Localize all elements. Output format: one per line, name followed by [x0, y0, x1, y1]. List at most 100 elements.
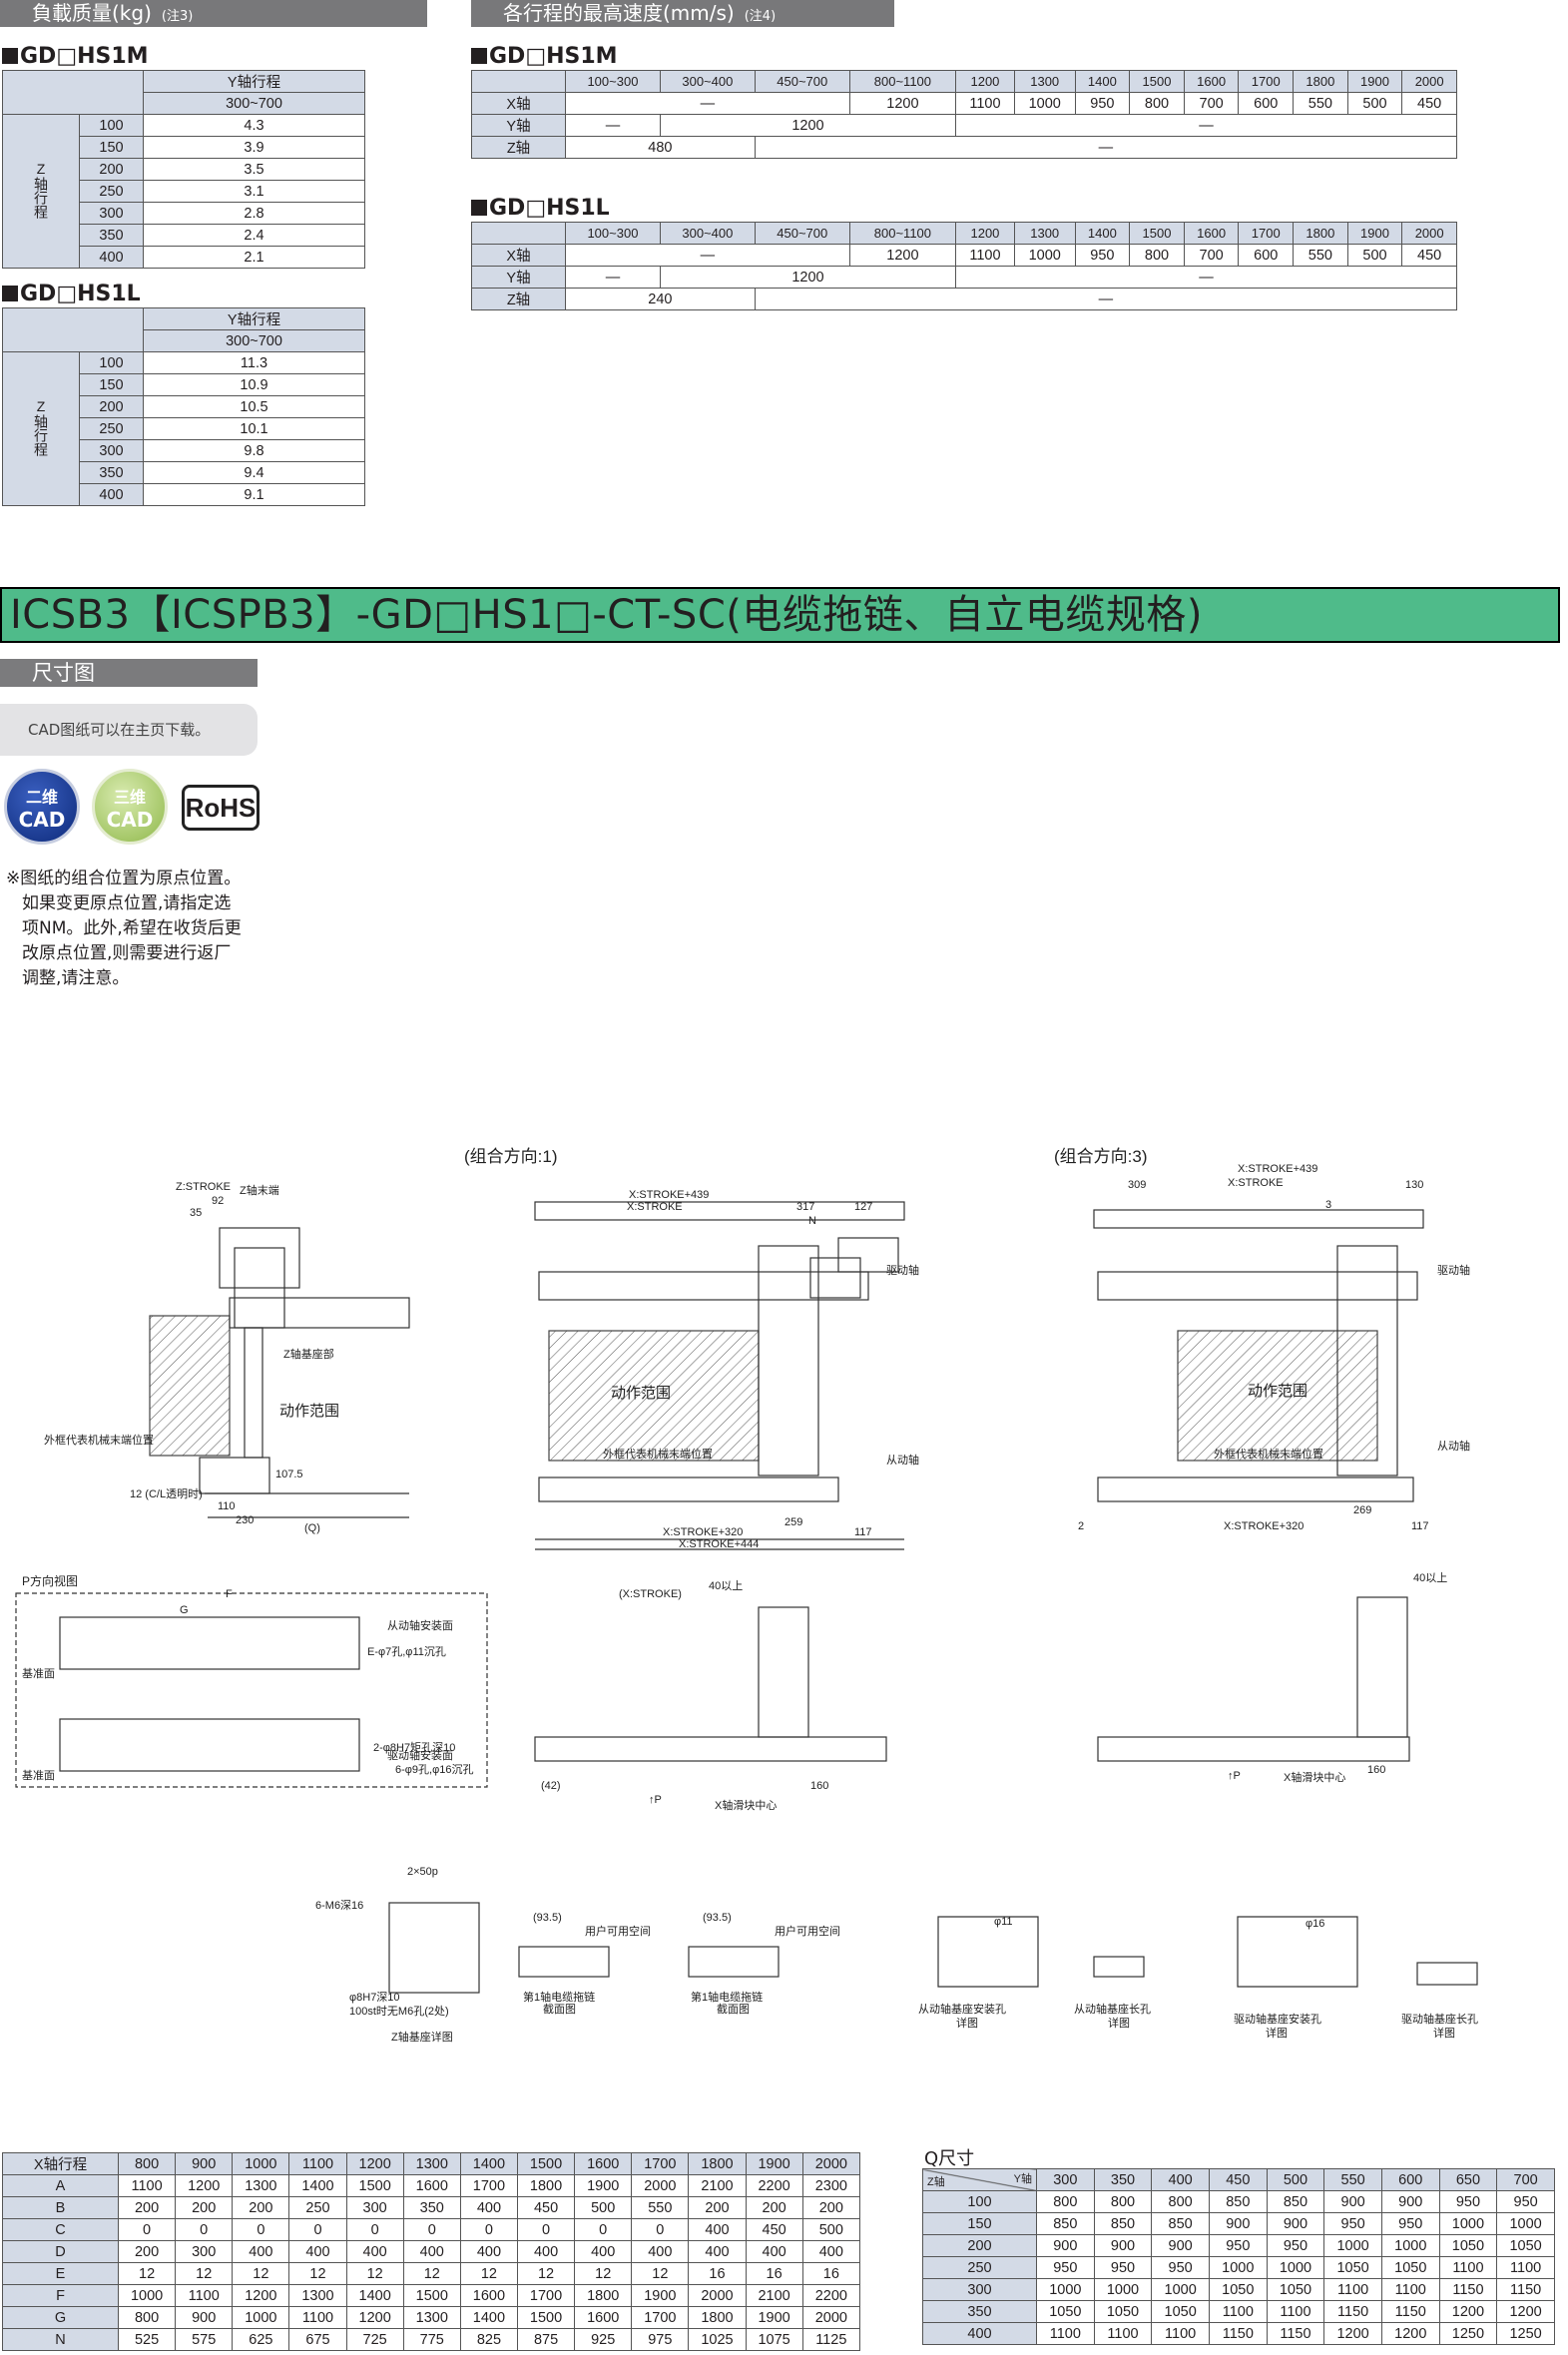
- elevation-view-1: (X:STROKE) 40以上 ↑P X轴滑块中心 160 (42): [534, 1579, 887, 1812]
- svg-text:φ16: φ16: [1306, 1918, 1324, 1930]
- y-stroke-header: 400: [1151, 2168, 1210, 2191]
- svg-text:130: 130: [1405, 1179, 1423, 1191]
- dim-value: 725: [345, 2328, 404, 2351]
- speed-cell: 1100: [955, 244, 1015, 267]
- svg-text:Z:STROKE: Z:STROKE: [176, 1181, 231, 1193]
- dim-value: 675: [288, 2328, 347, 2351]
- svg-text:从动轴基座长孔: 从动轴基座长孔: [1074, 2002, 1151, 2016]
- axis-label: Z轴: [471, 288, 566, 310]
- dim-value: 0: [232, 2218, 290, 2241]
- z-axis-label: Z轴行程: [2, 351, 80, 506]
- dim-value: 2300: [801, 2174, 861, 2197]
- svg-text:107.5: 107.5: [275, 1469, 303, 1480]
- dim-value: 1200: [175, 2174, 234, 2197]
- y-range: 300~700: [143, 92, 365, 115]
- svg-text:(42): (42): [541, 1780, 561, 1792]
- speed-cell: —: [565, 266, 661, 289]
- svg-text:(93.5): (93.5): [703, 1912, 732, 1924]
- dim-value: 800: [117, 2306, 177, 2329]
- svg-text:X:STROKE+320: X:STROKE+320: [1224, 1520, 1304, 1532]
- dim-value: 2000: [631, 2174, 690, 2197]
- dim-value: 12: [288, 2262, 347, 2285]
- stroke-header: 100~300: [565, 222, 661, 245]
- svg-text:外框代表机械末端位置: 外框代表机械末端位置: [603, 1447, 713, 1461]
- stroke-header: 300~400: [659, 70, 756, 93]
- corner-cell: [471, 222, 566, 245]
- axis-label: Z轴: [471, 136, 566, 159]
- dim-value: 1700: [631, 2306, 690, 2329]
- svg-text:40以上: 40以上: [709, 1579, 743, 1592]
- stroke-header: 100~300: [565, 70, 661, 93]
- dim-value: 200: [232, 2196, 290, 2219]
- dim-value: 975: [631, 2328, 690, 2351]
- cad-2d-badge[interactable]: 二维 CAD: [4, 769, 80, 845]
- x-stroke-head: X轴行程: [2, 2152, 119, 2175]
- axis-label: Y轴: [471, 114, 566, 137]
- z-stroke-cell: 250: [79, 180, 144, 203]
- dim-value: 200: [688, 2196, 747, 2219]
- p-view: P方向视图 G F 从动轴安装面 E-φ7孔,φ11沉孔 驱动轴安装面 2-φ8…: [15, 1573, 488, 1788]
- q-value: 900: [1208, 2212, 1268, 2235]
- dim-value: 12: [459, 2262, 518, 2285]
- svg-text:驱动轴: 驱动轴: [1437, 1263, 1470, 1277]
- q-value: 1200: [1380, 2322, 1440, 2345]
- speed-cell: 1200: [848, 92, 957, 115]
- stroke-header: 1200: [955, 70, 1015, 93]
- stroke-header: 1800: [1293, 70, 1348, 93]
- speed-cell: —: [955, 266, 1457, 289]
- q-value: 950: [1266, 2234, 1325, 2257]
- dim-value: 0: [459, 2218, 518, 2241]
- dim-value: 0: [175, 2218, 234, 2241]
- stroke-header: 1500: [1129, 222, 1185, 245]
- y-axis-head: Y轴行程: [143, 70, 365, 93]
- dim-label: B: [2, 2196, 119, 2219]
- load-value-cell: 2.4: [143, 224, 365, 247]
- q-value: 1000: [1380, 2234, 1440, 2257]
- load-value-cell: 10.5: [143, 395, 365, 418]
- load-value-cell: 9.8: [143, 439, 365, 462]
- dim-value: 625: [232, 2328, 290, 2351]
- dim-value: 1300: [402, 2306, 461, 2329]
- y-stroke-header: 300: [1036, 2168, 1095, 2191]
- svg-text:详图: 详图: [1433, 2026, 1455, 2040]
- speed-section-note: (注4): [744, 9, 777, 24]
- svg-text:Z轴基座详图: Z轴基座详图: [391, 2030, 453, 2044]
- q-value: 800: [1151, 2190, 1210, 2213]
- dim-value: 1025: [688, 2328, 747, 2351]
- q-value: 1100: [1323, 2278, 1382, 2301]
- z-stroke-cell: 150: [79, 136, 144, 159]
- dim-value: 0: [516, 2218, 576, 2241]
- stroke-col-header: 800: [117, 2152, 177, 2175]
- cad-download-note[interactable]: CAD图纸可以在主页下载。: [0, 704, 258, 756]
- speed-cell: 550: [1293, 244, 1348, 267]
- q-value: 1000: [1093, 2278, 1153, 2301]
- svg-text:X轴滑块中心: X轴滑块中心: [715, 1798, 777, 1812]
- svg-text:X:STROKE+320: X:STROKE+320: [663, 1526, 743, 1538]
- speed-cell: —: [754, 136, 1458, 159]
- stroke-header: 1300: [1013, 222, 1076, 245]
- dim-value: 1500: [402, 2284, 461, 2307]
- dim-value: 0: [345, 2218, 404, 2241]
- z-stroke-cell: 200: [79, 395, 144, 418]
- cad-3d-badge[interactable]: 三维 CAD: [92, 769, 168, 845]
- drive-seat-detail: 驱动轴基座安装孔 详图 φ16: [1234, 1916, 1358, 2040]
- q-value: 1250: [1438, 2322, 1498, 2345]
- dim-value: 400: [688, 2240, 747, 2263]
- speed-cell: —: [565, 114, 661, 137]
- q-value: 900: [1036, 2234, 1095, 2257]
- z-stroke-cell: 400: [79, 483, 144, 506]
- q-value: 1150: [1438, 2278, 1498, 2301]
- svg-text:驱动轴基座安装孔: 驱动轴基座安装孔: [1234, 2012, 1321, 2026]
- q-value: 1100: [1438, 2256, 1498, 2279]
- svg-text:(93.5): (93.5): [533, 1912, 562, 1924]
- z-stroke-cell: 100: [79, 114, 144, 137]
- stroke-header: 2000: [1401, 222, 1457, 245]
- q-value: 1000: [1438, 2212, 1498, 2235]
